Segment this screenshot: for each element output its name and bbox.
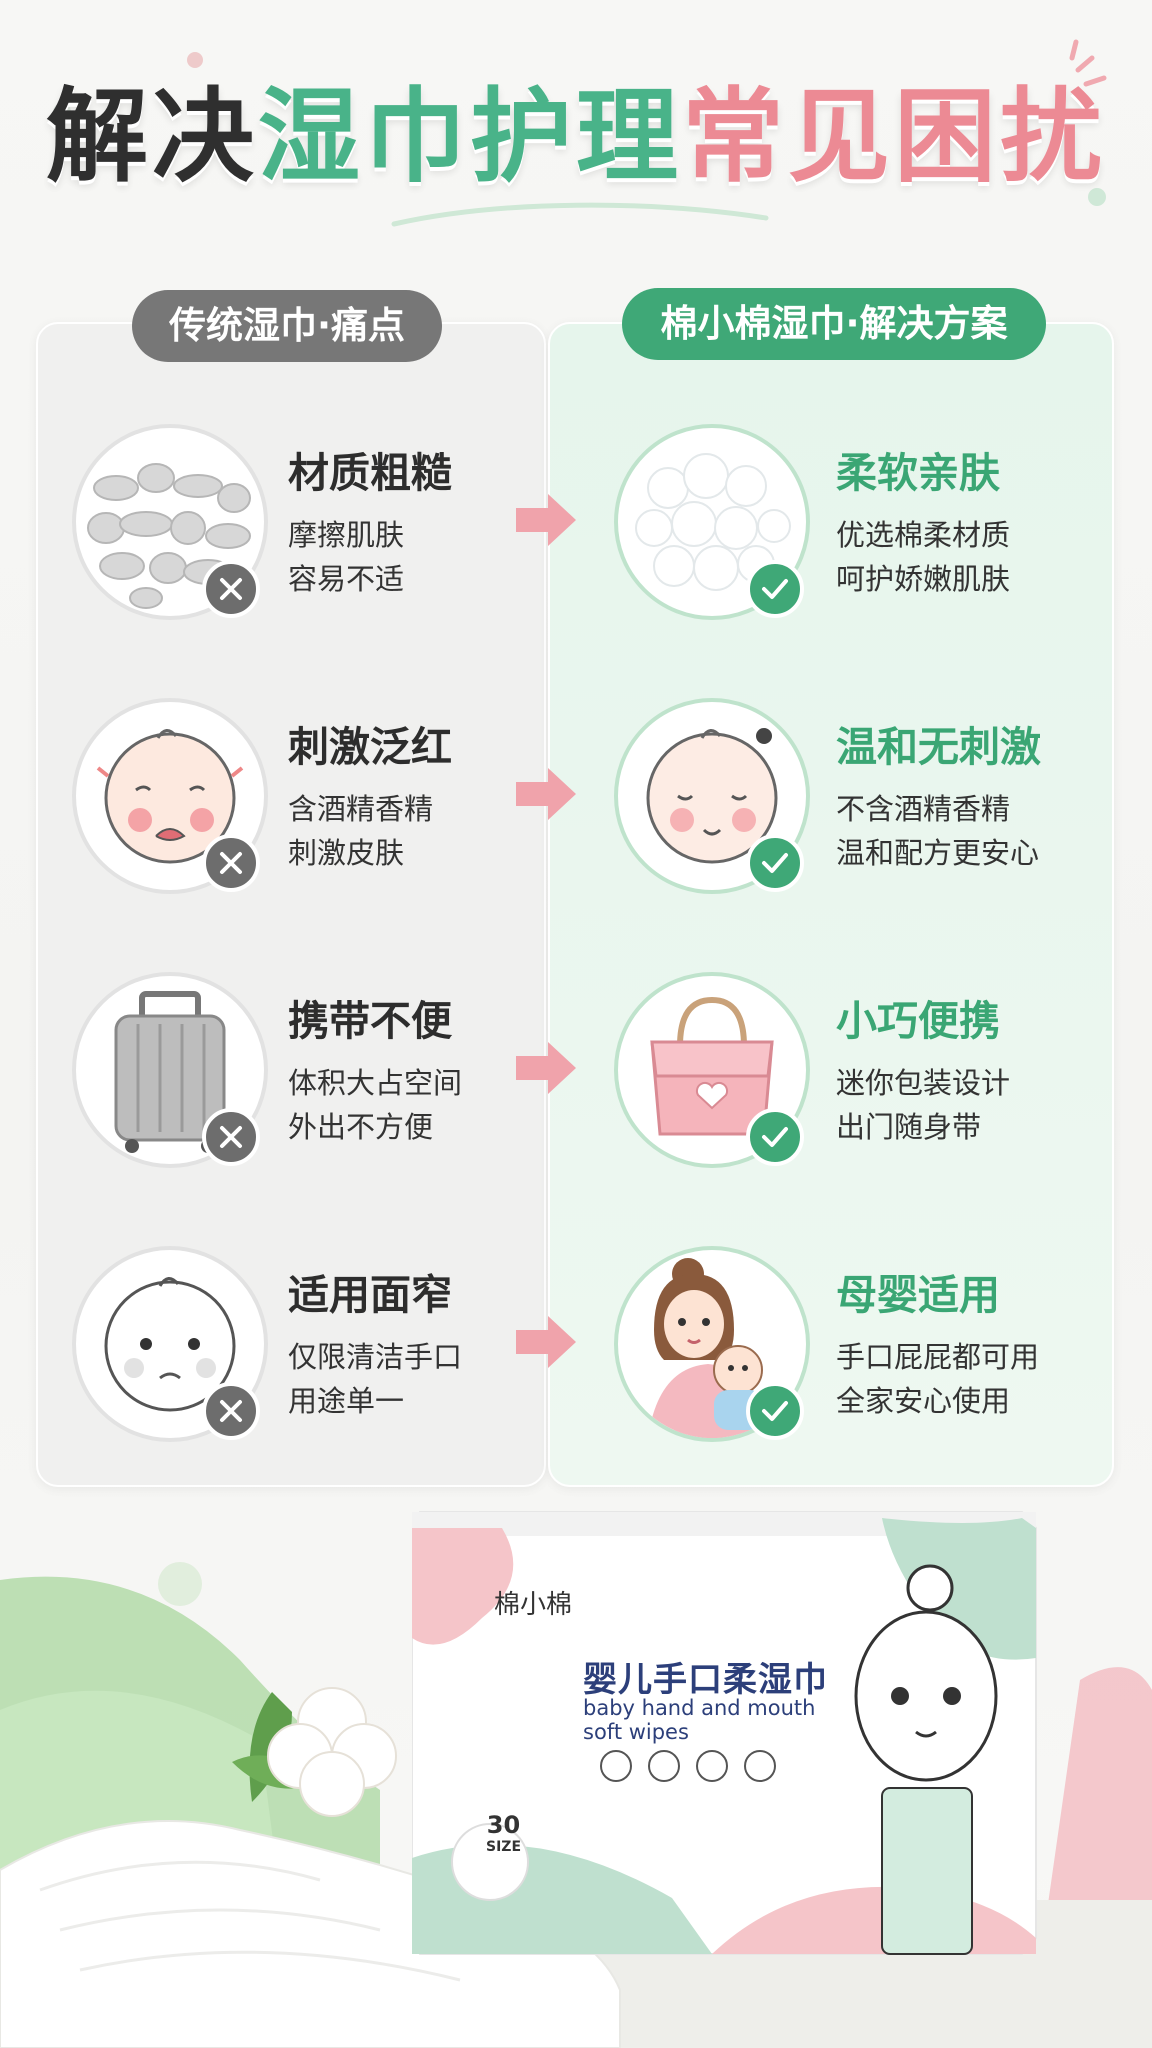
pain-title: 携带不便 <box>288 997 452 1045</box>
headline: 解决湿巾护理常见困扰 <box>0 78 1152 198</box>
pain-title: 适用面窄 <box>288 1271 452 1319</box>
wipes-package <box>412 1511 1037 1955</box>
product-count-value: 30 <box>486 1811 521 1839</box>
solution-line: 不含酒精香精 <box>836 792 1011 826</box>
headline-swoosh <box>391 202 769 227</box>
product-name-en-line-2: soft wipes <box>583 1720 689 1744</box>
check-badge-icon <box>746 560 804 618</box>
product-name-en: baby hand and mouth soft wipes <box>583 1696 815 1744</box>
cross-badge-icon <box>202 560 260 618</box>
solution-line: 出门随身带 <box>836 1110 982 1144</box>
product-count: 30 SIZE <box>486 1811 522 1858</box>
solution-title: 小巧便携 <box>836 997 1000 1045</box>
check-badge-icon <box>746 834 804 892</box>
pain-title: 刺激泛红 <box>288 723 452 771</box>
solution-line: 优选棉柔材质 <box>836 518 1011 552</box>
headline-part-3: 常见困扰 <box>682 78 1106 197</box>
solution-line: 手口屁屁都可用 <box>836 1340 1040 1374</box>
solution-line: 迷你包装设计 <box>836 1066 1011 1100</box>
pain-line: 刺激皮肤 <box>288 836 405 870</box>
pain-title: 材质粗糙 <box>288 449 452 497</box>
wipe-sheet-icon <box>0 1820 621 2048</box>
arrow-right-icon <box>516 1042 576 1094</box>
arrow-right-icon <box>516 494 576 546</box>
product-name-cn: 婴儿手口柔湿巾 <box>583 1660 828 1700</box>
solution-line: 呵护娇嫩肌肤 <box>836 562 1011 596</box>
pain-line: 摩擦肌肤 <box>288 518 405 552</box>
pain-line: 含酒精香精 <box>288 792 434 826</box>
pain-line: 仅限清洁手口 <box>288 1340 463 1374</box>
check-badge-icon <box>746 1108 804 1166</box>
pain-line: 容易不适 <box>288 562 405 596</box>
cross-badge-icon <box>202 1382 260 1440</box>
pain-line: 用途单一 <box>288 1384 405 1418</box>
product-brand: 棉小棉 <box>494 1590 573 1620</box>
solution-title: 温和无刺激 <box>836 723 1041 771</box>
solution-title: 柔软亲肤 <box>836 449 1000 497</box>
cross-badge-icon <box>202 834 260 892</box>
pain-points-label: 传统湿巾·痛点 <box>132 290 442 362</box>
mother-baby-icon <box>614 1246 810 1442</box>
arrow-right-icon <box>516 768 576 820</box>
solutions-label: 棉小棉湿巾·解决方案 <box>622 288 1046 360</box>
headline-part-1: 解决 <box>46 78 258 197</box>
solution-title: 母婴适用 <box>836 1271 1000 1319</box>
pain-line: 体积大占空间 <box>288 1066 463 1100</box>
arrow-right-icon <box>516 1316 576 1368</box>
cross-badge-icon <box>202 1108 260 1166</box>
cotton-flower-icon <box>232 1687 397 1817</box>
solution-line: 温和配方更安心 <box>836 836 1040 870</box>
pain-line: 外出不方便 <box>288 1110 434 1144</box>
check-badge-icon <box>746 1382 804 1440</box>
solution-line: 全家安心使用 <box>836 1384 1011 1418</box>
headline-part-2: 湿巾护理 <box>258 78 682 197</box>
product-name-en-line-1: baby hand and mouth <box>583 1696 816 1720</box>
product-count-unit: SIZE <box>486 1839 522 1855</box>
